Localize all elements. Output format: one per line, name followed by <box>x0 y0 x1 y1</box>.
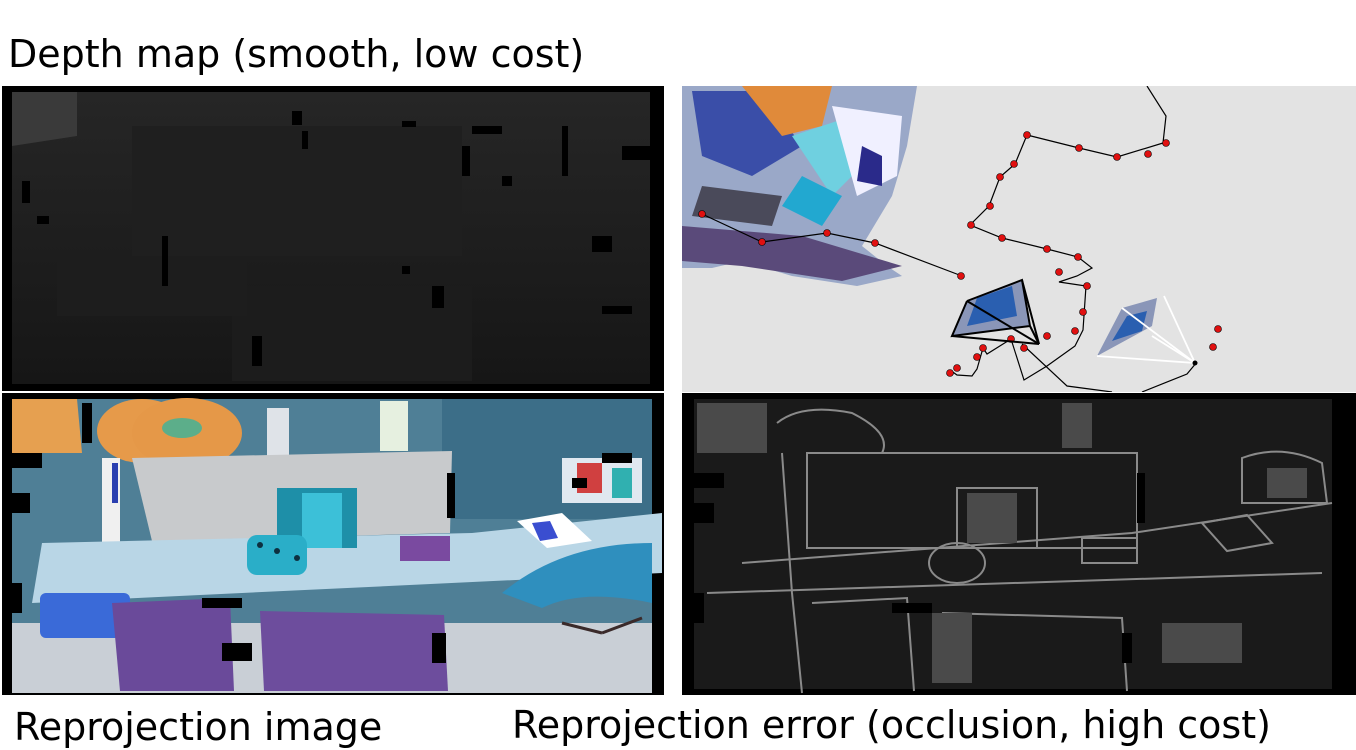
camera-frustum-current <box>1096 295 1198 366</box>
depth-map-image <box>12 92 650 384</box>
reprojection-image-caption: Reprojection image <box>14 705 383 749</box>
camera-frustum-past <box>950 278 1040 345</box>
reprojection-error-image <box>694 399 1333 694</box>
trajectory-points <box>698 131 1222 377</box>
trajectory-panel <box>682 86 1356 392</box>
depth-map-caption: Depth map (smooth, low cost) <box>8 32 585 76</box>
trajectory-view <box>682 86 1222 392</box>
depth-map-panel <box>2 86 664 391</box>
reprojection-image-panel <box>2 393 664 695</box>
reprojection-image <box>12 398 662 693</box>
reprojection-error-panel <box>682 393 1356 695</box>
reprojection-error-caption: Reprojection error (occlusion, high cost… <box>512 703 1271 747</box>
